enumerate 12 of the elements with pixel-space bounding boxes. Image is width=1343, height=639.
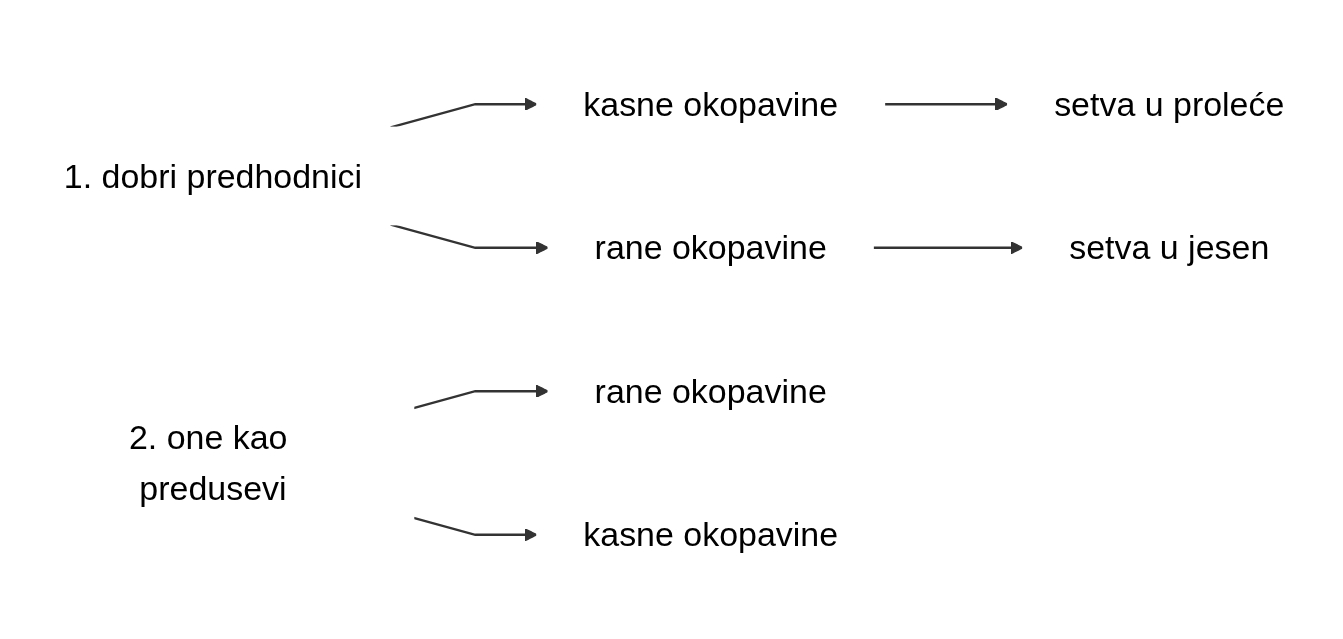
arrow (413, 384, 549, 410)
node-text: 2. one kao predusevi (128, 418, 288, 508)
node-text: kasne okopavine (583, 515, 839, 555)
arrow (413, 516, 538, 542)
node-text: rane okopavine (594, 228, 827, 268)
node-text: rane okopavine (594, 371, 827, 411)
node-text: setva u jesen (1069, 228, 1270, 268)
node-text: setva u proleće (1054, 84, 1285, 124)
arrow (390, 223, 549, 255)
node-text: 1. dobri predhodnici (63, 156, 363, 196)
node-text: kasne okopavine (583, 84, 839, 124)
arrow (390, 97, 538, 129)
